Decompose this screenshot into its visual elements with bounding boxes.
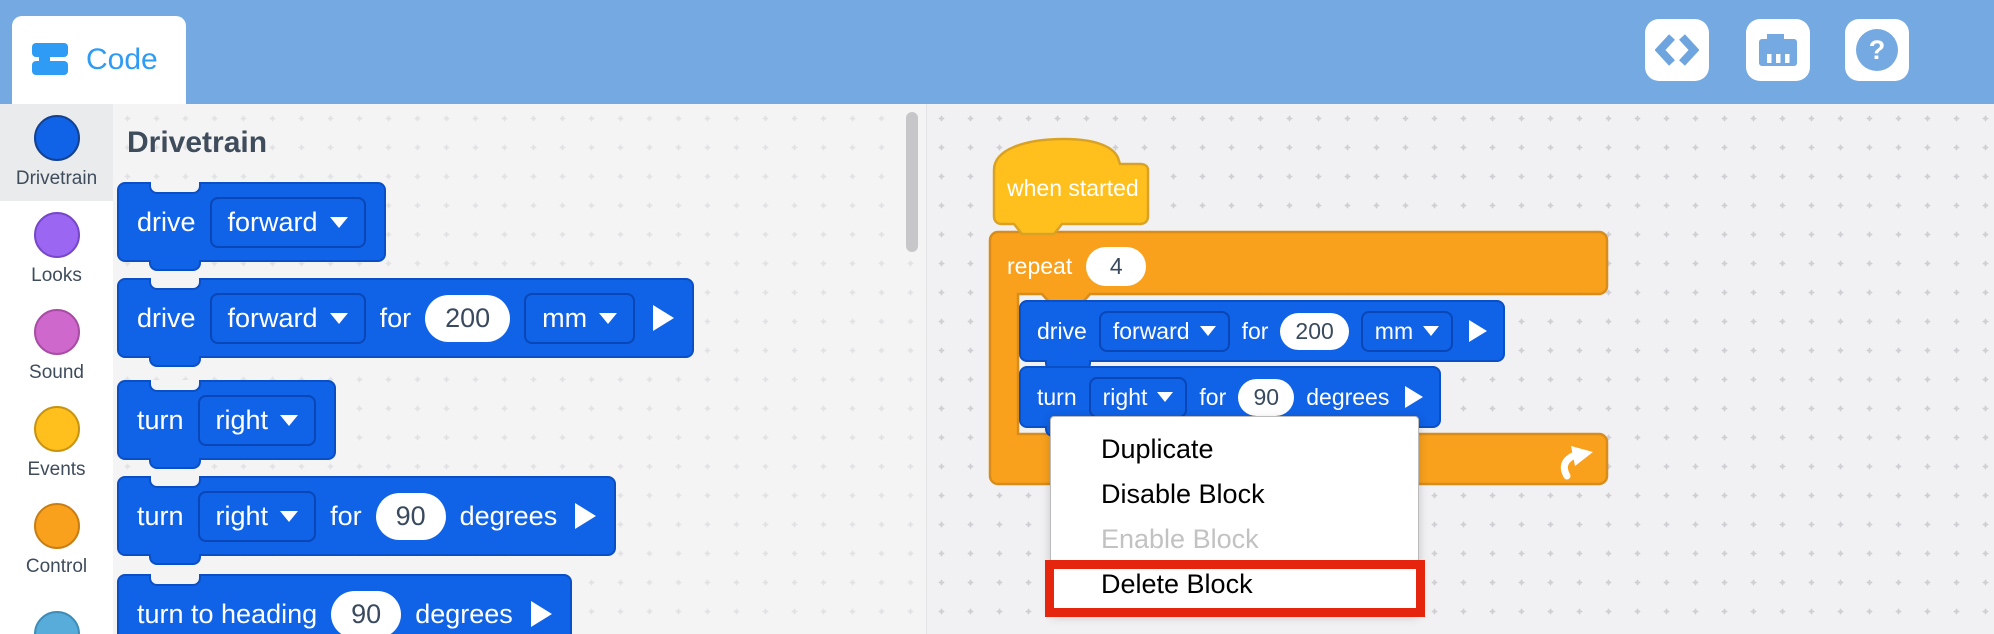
chevron-down-icon [1423, 326, 1440, 336]
help-button[interactable]: ? [1845, 19, 1909, 81]
looks-category-icon [33, 212, 80, 258]
menu-item-duplicate[interactable]: Duplicate [1101, 434, 1214, 464]
sidebar-item-events[interactable]: Events [0, 395, 113, 492]
dropdown-value: right [215, 500, 269, 531]
chevron-down-icon [329, 216, 348, 228]
palette-scrollbar[interactable] [906, 112, 918, 252]
distance-input[interactable]: 200 [425, 294, 511, 342]
play-icon[interactable] [653, 305, 675, 331]
dropdown-value: forward [227, 206, 318, 237]
direction-dropdown[interactable]: right [197, 490, 317, 542]
chevron-down-icon [280, 510, 299, 522]
unit-dropdown[interactable]: mm [1360, 310, 1454, 352]
sensing-category-icon [33, 611, 80, 634]
block-label: for [1241, 317, 1269, 344]
sidebar-item-drivetrain[interactable]: Drivetrain [0, 104, 113, 201]
sidebar-item-sensing[interactable] [0, 589, 113, 634]
dropdown-value: forward [227, 302, 318, 333]
heading-input[interactable]: 90 [331, 590, 402, 634]
repeat-count-input[interactable]: 4 [1086, 246, 1147, 286]
block-palette[interactable]: Drivetrain drive forward drive forward f… [113, 104, 926, 634]
block-label: degrees [459, 500, 558, 531]
sidebar-item-sound[interactable]: Sound [0, 298, 113, 395]
dropdown-value: right [1102, 383, 1148, 410]
block-label: turn [137, 500, 184, 531]
dropdown-value: right [215, 404, 269, 435]
block-label: for [379, 302, 412, 333]
block-label: degrees [415, 598, 513, 629]
sidebar-item-label: Control [25, 556, 88, 577]
block-context-menu: Duplicate Disable Block Enable Block Del… [1050, 416, 1419, 614]
script-block-drive-for[interactable]: drive forward for 200 mm [1019, 300, 1506, 371]
category-sidebar: Drivetrain Looks Sound Events Control [0, 104, 113, 634]
direction-dropdown[interactable]: forward [1098, 310, 1230, 352]
drivetrain-category-icon [33, 115, 80, 161]
top-header: Code ? [0, 0, 1994, 104]
play-icon[interactable] [1469, 320, 1488, 342]
play-icon[interactable] [1405, 386, 1424, 408]
repeat-block-text: repeat 4 [1007, 236, 1147, 296]
sidebar-item-label: Drivetrain [15, 168, 98, 189]
block-label: drive [137, 302, 196, 333]
palette-block-turn[interactable]: turn right [117, 380, 337, 469]
workspace-canvas[interactable]: repeat 4 when started drive forward for … [926, 104, 1994, 634]
menu-item-delete-block[interactable]: Delete Block [1101, 569, 1253, 599]
play-icon[interactable] [575, 503, 597, 529]
sidebar-item-looks[interactable]: Looks [0, 201, 113, 298]
tab-code[interactable]: Code [12, 16, 186, 104]
chevron-down-icon [1199, 326, 1216, 336]
block-label: turn [1037, 383, 1077, 410]
block-label: repeat [1007, 252, 1073, 279]
chevron-down-icon [329, 312, 348, 324]
blocks-icon [32, 43, 68, 75]
direction-dropdown[interactable]: right [1088, 376, 1188, 418]
dropdown-value: mm [542, 302, 588, 333]
direction-dropdown[interactable]: forward [209, 292, 366, 344]
chevron-down-icon [1157, 392, 1174, 402]
menu-item-enable-block[interactable]: Enable Block [1101, 524, 1259, 554]
block-label: turn [137, 404, 184, 435]
palette-block-drive[interactable]: drive forward [117, 182, 386, 271]
direction-dropdown[interactable]: right [197, 394, 317, 446]
code-view-toggle-button[interactable] [1645, 19, 1709, 81]
chevron-down-icon [280, 414, 299, 426]
brain-icon [1759, 34, 1797, 66]
when-started-label: when started [1007, 174, 1139, 201]
sidebar-item-label: Sound [29, 362, 84, 383]
menu-item-disable-block[interactable]: Disable Block [1101, 479, 1265, 509]
sidebar-item-control[interactable]: Control [0, 492, 113, 589]
block-label: degrees [1306, 383, 1390, 410]
sidebar-item-label: Events [27, 459, 86, 480]
palette-block-drive-for[interactable]: drive forward for 200 mm [117, 278, 695, 367]
sidebar-item-label: Looks [31, 265, 82, 286]
dropdown-value: forward [1112, 317, 1190, 344]
angle-input[interactable]: 90 [375, 492, 446, 540]
device-button[interactable] [1746, 19, 1810, 81]
palette-heading: Drivetrain [127, 126, 268, 159]
angle-input[interactable]: 90 [1238, 378, 1295, 416]
events-category-icon [33, 406, 80, 452]
block-label: turn to heading [137, 598, 318, 629]
block-label: drive [137, 206, 196, 237]
palette-block-turn-for[interactable]: turn right for 90 degrees [117, 476, 617, 565]
loop-arrow-icon [1560, 446, 1593, 480]
distance-input[interactable]: 200 [1280, 312, 1349, 350]
when-started-hat-block[interactable] [990, 136, 1156, 242]
play-icon[interactable] [530, 601, 552, 627]
palette-block-turn-to-heading[interactable]: turn to heading 90 degrees [117, 574, 572, 634]
block-label: for [1199, 383, 1227, 410]
chevron-down-icon [599, 312, 618, 324]
code-brackets-icon [1655, 34, 1699, 66]
control-category-icon [33, 503, 80, 549]
tab-code-label: Code [86, 43, 158, 76]
block-label: for [330, 500, 362, 531]
question-mark-icon: ? [1856, 29, 1898, 71]
unit-dropdown[interactable]: mm [524, 292, 636, 344]
direction-dropdown[interactable]: forward [209, 196, 366, 248]
block-label: drive [1037, 317, 1087, 344]
sound-category-icon [33, 309, 80, 355]
dropdown-value: mm [1374, 317, 1414, 344]
